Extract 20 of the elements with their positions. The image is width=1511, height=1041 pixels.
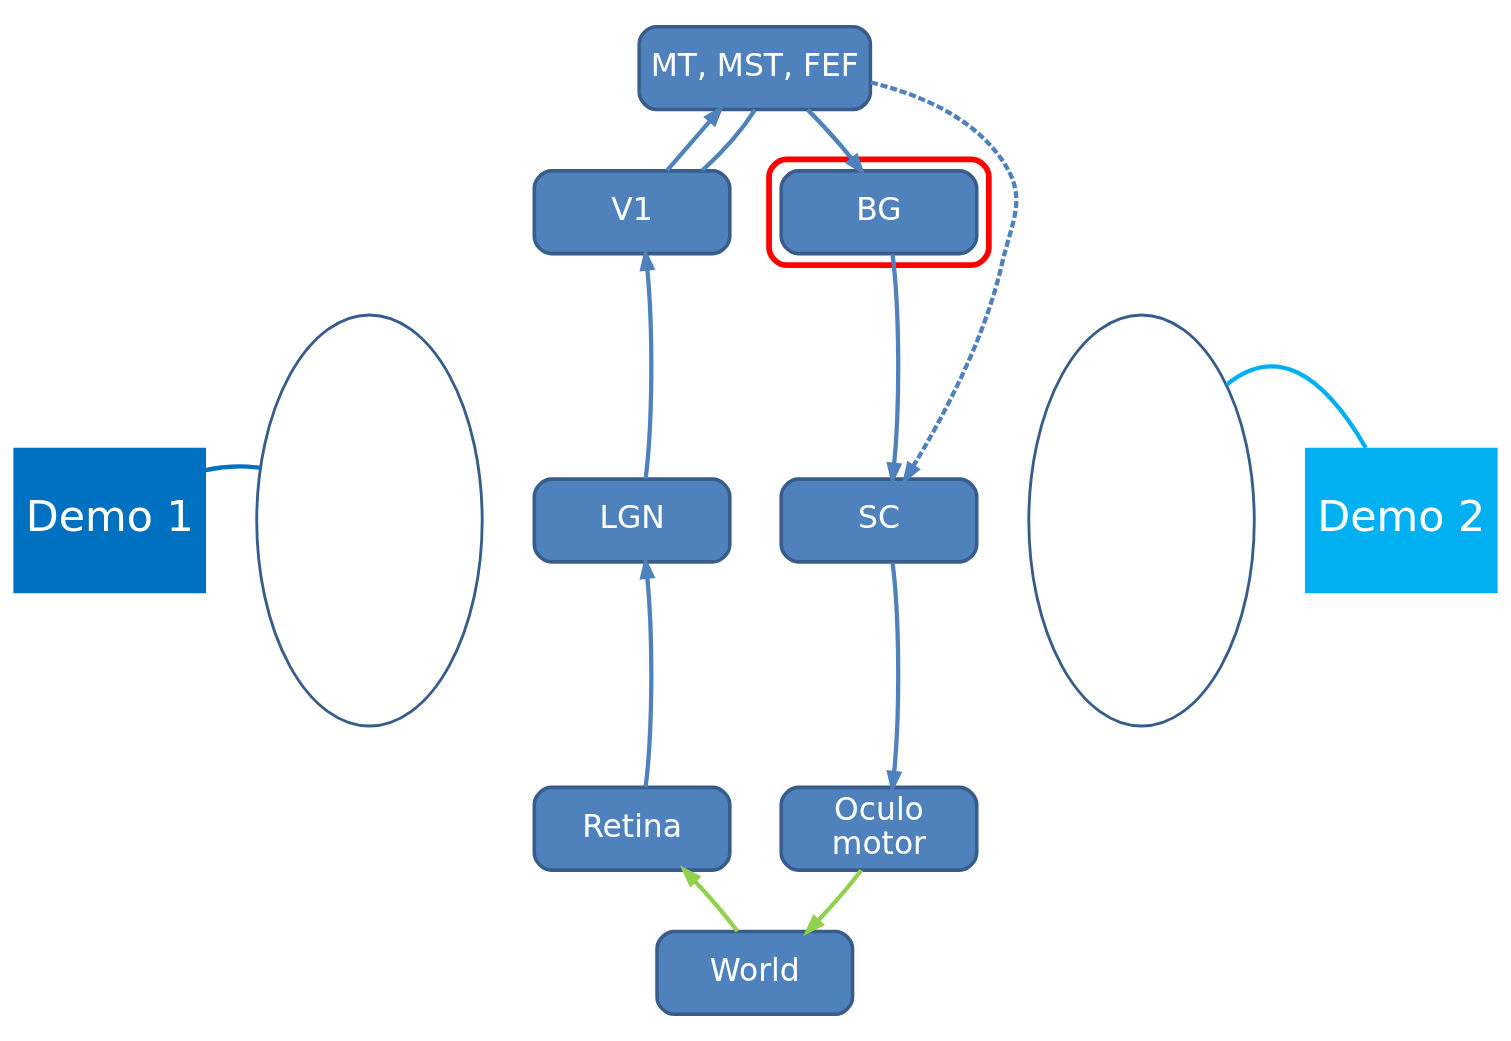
- node-box: LGN: [532, 477, 732, 564]
- connector: [700, 108, 757, 173]
- node-box: World: [655, 929, 855, 1017]
- connector: [205, 464, 261, 473]
- node-box: SC: [779, 477, 979, 564]
- node-box: Oculo motor: [779, 785, 979, 872]
- arrow: [679, 865, 740, 933]
- node-box: Demo 1: [13, 447, 207, 594]
- arrow: [806, 108, 866, 176]
- node-ellipse: [1027, 313, 1256, 728]
- node-box: MT, MST, FEF: [637, 24, 873, 112]
- node-box: V1: [532, 169, 732, 256]
- node-ellipse: [255, 313, 484, 728]
- arrow: [665, 104, 725, 172]
- connector: [1225, 364, 1368, 449]
- node-box: Demo 2: [1304, 447, 1498, 594]
- node-box: Retina: [532, 785, 732, 872]
- cluster: [766, 156, 992, 268]
- node-box: BG: [779, 169, 979, 256]
- arrow: [803, 869, 863, 936]
